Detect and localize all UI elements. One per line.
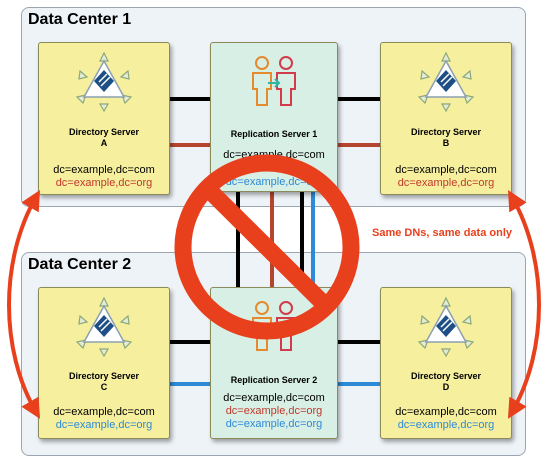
directory-server-icon xyxy=(417,51,475,113)
double-arrow-right-icon xyxy=(507,190,541,419)
data-center-2-title: Data Center 2 xyxy=(28,256,132,273)
data-center-1-title: Data Center 1 xyxy=(28,11,132,28)
server-c-id: C xyxy=(100,382,108,392)
server-c-dn-org: dc=example,dc=org xyxy=(55,419,153,431)
directory-server-icon xyxy=(75,296,133,358)
link-c-rs2-org xyxy=(168,382,212,386)
same-dns-annotation: Same DNs, same data only xyxy=(372,227,513,239)
server-a-dn-org: dc=example,dc=org xyxy=(55,177,153,189)
link-rs1-rs2-org-blue xyxy=(311,190,315,290)
link-a-rs1-org xyxy=(168,143,212,147)
link-rs1-b-com xyxy=(336,97,382,101)
directory-server-icon xyxy=(417,296,475,358)
rs1-dn-org: dc=example,dc=org xyxy=(225,176,323,188)
server-c-dn-com: dc=example,dc=com xyxy=(53,406,155,418)
link-rs1-rs2-com-left xyxy=(236,190,240,290)
replication-users-icon xyxy=(252,56,296,106)
rs2-dn-org-red: dc=example,dc=org xyxy=(225,405,323,417)
server-b-dn-com: dc=example,dc=com xyxy=(395,164,497,176)
link-rs1-rs2-org-red xyxy=(270,190,274,290)
double-arrow-left-icon xyxy=(7,190,41,419)
server-c-label: Directory Server xyxy=(68,371,140,381)
link-c-rs2-com xyxy=(168,340,212,344)
link-rs1-rs2-com-right xyxy=(300,190,304,290)
directory-server-a[interactable]: Directory Server A dc=example,dc=com dc=… xyxy=(38,42,170,195)
server-d-label: Directory Server xyxy=(410,371,482,381)
server-a-id: A xyxy=(100,138,108,148)
rs2-dn-com: dc=example,dc=com xyxy=(223,392,325,404)
prohibited-sign-icon xyxy=(174,154,360,340)
server-b-id: B xyxy=(442,138,450,148)
rs1-label: Replication Server 1 xyxy=(230,129,318,139)
directory-server-icon xyxy=(75,51,133,113)
server-b-label: Directory Server xyxy=(410,127,482,137)
server-d-id: D xyxy=(442,382,450,392)
server-a-dn-com: dc=example,dc=com xyxy=(53,164,155,176)
directory-server-c[interactable]: Directory Server C dc=example,dc=com dc=… xyxy=(38,287,170,439)
link-rs2-d-com xyxy=(336,340,382,344)
link-rs1-b-org xyxy=(336,143,382,147)
server-b-dn-org: dc=example,dc=org xyxy=(397,177,495,189)
server-a-label: Directory Server xyxy=(68,127,140,137)
rs2-dn-org-blue: dc=example,dc=org xyxy=(225,418,323,430)
server-d-dn-org: dc=example,dc=org xyxy=(397,419,495,431)
rs2-label: Replication Server 2 xyxy=(230,375,318,385)
link-rs2-d-org xyxy=(336,382,382,386)
directory-server-b[interactable]: Directory Server B dc=example,dc=com dc=… xyxy=(380,42,512,195)
server-d-dn-com: dc=example,dc=com xyxy=(395,406,497,418)
link-a-rs1-com xyxy=(168,97,212,101)
